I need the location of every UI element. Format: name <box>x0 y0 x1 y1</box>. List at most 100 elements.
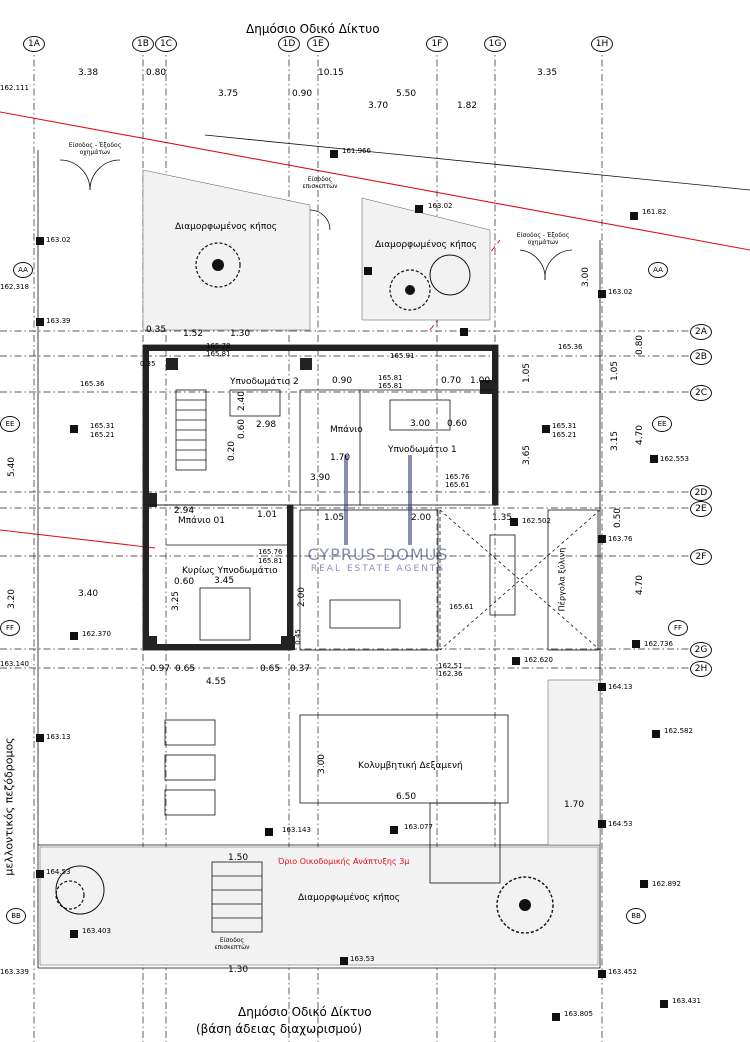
dim-label: 1.70 <box>564 800 585 810</box>
grid-bubble: 2D <box>690 485 712 501</box>
dim-label: 0.35 <box>146 325 167 335</box>
level-label: 161.966 <box>342 147 371 155</box>
bed-1 <box>389 399 451 431</box>
dim-label: 0.60 <box>174 577 195 587</box>
dim-label: 6.50 <box>396 792 417 802</box>
level-label: 162.51 <box>438 662 463 670</box>
level-label: 165.21 <box>90 431 115 439</box>
boundary-label: Όριο Οικοδομικής Ανάπτυξης 3μ <box>278 857 410 866</box>
dim-label: 4.70 <box>635 574 646 596</box>
visitor-gate <box>309 209 331 231</box>
grid-bubble: 1F <box>426 36 448 52</box>
outdoor-stairs <box>211 861 263 933</box>
bed-2 <box>229 389 281 417</box>
garden-area-side <box>547 679 601 846</box>
dim-label: 1.30 <box>228 965 249 975</box>
top-road-label: Δημόσιο Οδικό Δίκτυο <box>246 22 380 36</box>
dim-label: 3.45 <box>214 576 235 586</box>
dim-label: 1.30 <box>230 329 251 339</box>
grid-horizontal <box>0 330 700 669</box>
dim-label: 4.55 <box>206 677 227 687</box>
pool-label: Κολυμβητική Δεξαμενή <box>358 761 463 771</box>
entry-label: Είσοδος επισκεπτών <box>214 937 250 951</box>
section-mark: BB <box>626 908 646 924</box>
dim-label: 1.52 <box>183 329 204 339</box>
dim-label: 1.01 <box>257 510 278 520</box>
level-label: 162.111 <box>0 84 29 92</box>
level-label: 165.21 <box>552 431 577 439</box>
grid-bubble: 2C <box>690 385 712 401</box>
level-label: 163.431 <box>672 997 701 1005</box>
level-label: 163.452 <box>608 968 637 976</box>
dim-label: 0.70 <box>441 376 462 386</box>
pool-steps <box>429 802 501 884</box>
level-label: 163.339 <box>0 968 29 976</box>
bottom-road-note: (βάση άδειας διαχωρισμού) <box>196 1022 363 1036</box>
level-label: 163.077 <box>404 823 433 831</box>
level-label: 163.403 <box>82 927 111 935</box>
dim-label: 10.15 <box>318 68 344 78</box>
level-label: 162.318 <box>0 283 29 291</box>
grid-bubble: 1C <box>155 36 177 52</box>
grid-bubble: 2F <box>690 549 712 565</box>
master-bed <box>199 587 251 641</box>
grid-bubble: 1A <box>23 36 45 52</box>
room-label: Υπνοδωμάτιο 1 <box>388 445 457 455</box>
dim-label: 1.35 <box>492 513 513 523</box>
dim-label: 2.40 <box>237 390 248 412</box>
room-label: Μπάνιο <box>330 425 363 435</box>
dim-label: 0.65 <box>260 664 281 674</box>
dim-label: 0.37 <box>290 664 311 674</box>
bottom-road-label: Δημόσιο Οδικό Δίκτυο <box>238 1005 372 1019</box>
sofa <box>329 599 401 629</box>
dim-label: 0.80 <box>146 68 167 78</box>
garden-area-3 <box>39 846 599 966</box>
level-label: 163.02 <box>428 202 453 210</box>
grid-bubble: 2G <box>690 642 712 658</box>
level-label: 163.76 <box>608 535 633 543</box>
dim-label: 0.65 <box>175 664 196 674</box>
watermark-title: CYPRUS DOMUS <box>307 545 449 564</box>
garden-area-2 <box>361 197 491 321</box>
dim-label: 0.90 <box>292 89 313 99</box>
dim-label: 2.94 <box>174 506 195 516</box>
dining-table <box>489 534 516 616</box>
dim-label: 1.00 <box>470 376 491 386</box>
level-label: 165.31 <box>552 422 577 430</box>
level-markers <box>36 150 668 1021</box>
garden-label: Διαμορφωμένος κήπος <box>375 240 478 250</box>
dim-label: 0.50 <box>613 507 624 529</box>
dim-label: 0.20 <box>227 440 238 462</box>
level-label: 162.553 <box>660 455 689 463</box>
dim-label: 0.97 <box>150 664 171 674</box>
dim-label: 2.00 <box>297 586 308 608</box>
level-label: 165.76 <box>258 548 283 556</box>
building-walls <box>142 344 499 651</box>
level-label: 165.76 <box>445 473 470 481</box>
terrace <box>299 509 439 651</box>
dim-label: 2.98 <box>256 420 277 430</box>
level-label: 165.91 <box>390 352 415 360</box>
dim-label: 1.05 <box>610 360 621 382</box>
level-label: 162.370 <box>82 630 111 638</box>
level-label: 161.82 <box>642 208 667 216</box>
dim-label: 0.35 <box>140 360 156 368</box>
grid-bubble: 1E <box>307 36 329 52</box>
watermark-subtitle: REAL ESTATE AGENTS <box>310 564 446 574</box>
section-mark: FF <box>668 620 688 636</box>
grid-bubble: 2A <box>690 324 712 340</box>
dim-label: 3.38 <box>78 68 99 78</box>
dim-label: 1.70 <box>330 453 351 463</box>
level-label: 165.81 <box>378 374 403 382</box>
garden-label: Διαμορφωμένος κήπος <box>298 893 401 903</box>
dim-label: 3.40 <box>78 589 99 599</box>
level-label: 165.36 <box>558 343 583 351</box>
section-mark: AA <box>13 262 33 278</box>
level-label: 165.81 <box>378 382 403 390</box>
tree-icon <box>496 876 554 934</box>
dim-label: 3.20 <box>7 588 18 610</box>
level-label: 165.31 <box>90 422 115 430</box>
room-label: Υπνοδωμάτιο 2 <box>230 377 299 387</box>
level-label: 163.805 <box>564 1010 593 1018</box>
